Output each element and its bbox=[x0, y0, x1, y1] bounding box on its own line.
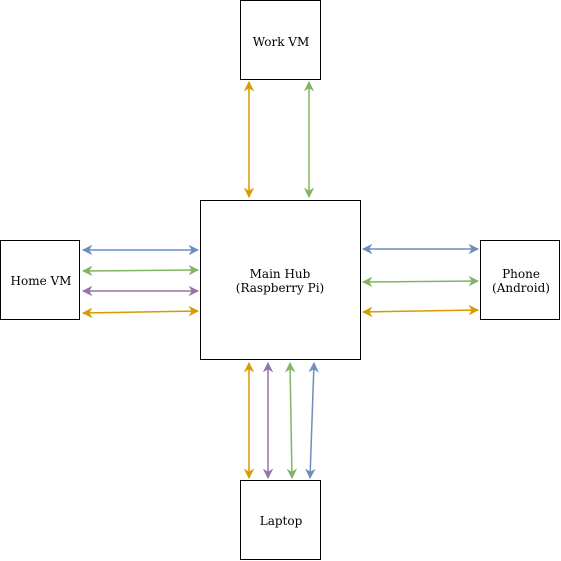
node-home-vm[interactable]: Home VM bbox=[0, 240, 80, 320]
phone-label-line1: Phone bbox=[502, 267, 540, 281]
link-homevm-orange bbox=[81, 305, 200, 319]
main-hub-label-line1: Main Hub bbox=[250, 267, 311, 281]
phone-label-line2: (Android) bbox=[492, 281, 550, 295]
phone-box bbox=[480, 240, 560, 320]
node-main-hub[interactable]: Main Hub (Raspberry Pi) bbox=[200, 200, 361, 360]
connections bbox=[81, 80, 480, 480]
main-hub-box bbox=[200, 200, 361, 360]
link-phone-orange bbox=[361, 304, 480, 318]
node-work-vm[interactable]: Work VM bbox=[240, 0, 321, 80]
link-homevm-green bbox=[81, 264, 200, 277]
main-hub-label-line2: (Raspberry Pi) bbox=[236, 281, 324, 295]
laptop-box bbox=[240, 480, 321, 560]
node-laptop[interactable]: Laptop bbox=[240, 480, 321, 560]
link-laptop-blue bbox=[305, 361, 319, 480]
home-vm-box bbox=[0, 240, 80, 320]
work-vm-box bbox=[240, 0, 321, 80]
link-phone-green bbox=[361, 275, 480, 288]
link-laptop-green bbox=[284, 361, 298, 480]
work-vm-label: Work VM bbox=[253, 35, 310, 49]
node-phone[interactable]: Phone (Android) bbox=[480, 240, 560, 320]
laptop-label: Laptop bbox=[260, 514, 303, 528]
home-vm-label: Home VM bbox=[11, 274, 72, 288]
